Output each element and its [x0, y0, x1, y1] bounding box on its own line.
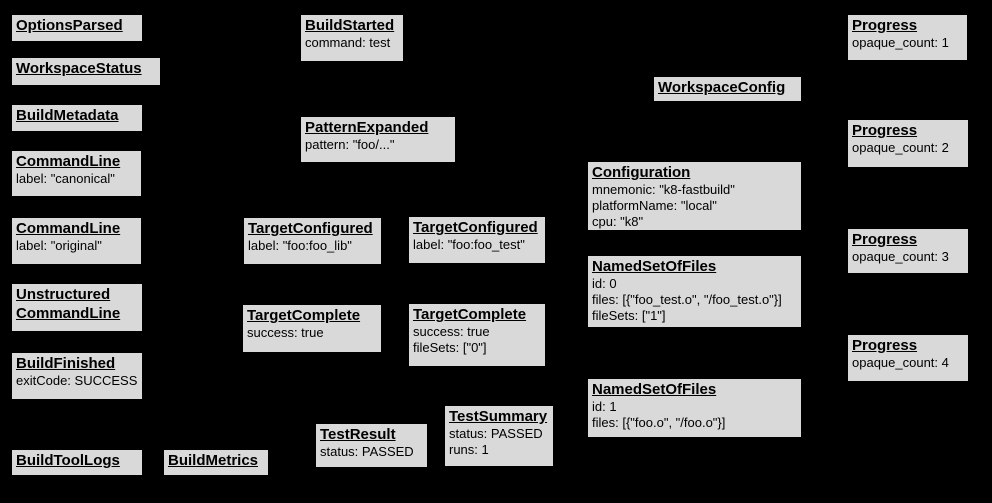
- event-node-body: label: "foo:foo_test": [413, 237, 525, 252]
- event-node-title: TargetComplete: [247, 307, 361, 324]
- event-node-body: command: test: [305, 35, 391, 50]
- event-node-buildmetadata-2: BuildMetadata: [10, 103, 144, 133]
- event-node-body: label: "foo:foo_lib": [248, 238, 352, 253]
- event-node-title: PatternExpanded: [305, 119, 429, 136]
- event-node-title: Progress: [852, 337, 918, 354]
- event-node-title: NamedSetOfFiles: [592, 381, 717, 398]
- event-node-body: success: true: [247, 325, 324, 340]
- event-node-title: BuildToolLogs: [16, 452, 120, 469]
- event-node-title: CommandLine: [16, 153, 121, 170]
- event-node-title: BuildFinished: [16, 355, 116, 372]
- event-node-title: WorkspaceStatus: [16, 60, 142, 77]
- event-node-unstructured-commandline-5: Unstructured CommandLine: [10, 282, 144, 333]
- event-node-title: BuildMetadata: [16, 107, 119, 124]
- event-node-body: id: 1 files: [{"foo.o", "/foo.o"}]: [592, 399, 726, 430]
- event-node-body: success: true fileSets: ["0"]: [413, 324, 490, 355]
- event-node-body: opaque_count: 3: [852, 249, 949, 264]
- event-node-buildtoollogs-7: BuildToolLogs: [10, 448, 144, 477]
- event-node-body: id: 0 files: [{"foo_test.o", "/foo_test.…: [592, 276, 782, 323]
- event-node-title: OptionsParsed: [16, 17, 123, 34]
- event-node-buildmetrics-8: BuildMetrics: [162, 448, 270, 477]
- event-node-title: TargetConfigured: [248, 220, 373, 237]
- event-node-workspacestatus-1: WorkspaceStatus: [10, 56, 162, 87]
- event-node-title: Unstructured CommandLine: [16, 286, 121, 322]
- event-node-body: label: "canonical": [16, 171, 115, 186]
- event-node-body: status: PASSED: [320, 444, 414, 459]
- event-node-body: status: PASSED runs: 1: [449, 426, 543, 457]
- event-node-body: opaque_count: 4: [852, 355, 949, 370]
- event-node-title: BuildStarted: [305, 17, 395, 34]
- event-node-title: TestSummary: [449, 408, 548, 425]
- event-node-title: BuildMetrics: [168, 452, 259, 469]
- event-node-optionsparsed-0: OptionsParsed: [10, 13, 144, 43]
- event-node-title: NamedSetOfFiles: [592, 258, 717, 275]
- event-node-title: Progress: [852, 122, 918, 139]
- event-node-title: WorkspaceConfig: [658, 79, 786, 96]
- event-node-body: opaque_count: 1: [852, 35, 949, 50]
- event-node-title: Progress: [852, 17, 918, 34]
- event-node-body: exitCode: SUCCESS: [16, 373, 138, 388]
- event-node-body: label: "original": [16, 238, 102, 253]
- event-node-title: TargetConfigured: [413, 219, 538, 236]
- event-node-body: opaque_count: 2: [852, 140, 949, 155]
- event-node-body: pattern: "foo/...": [305, 137, 395, 152]
- event-node-title: Configuration: [592, 164, 691, 181]
- event-node-title: TestResult: [320, 426, 396, 443]
- event-node-title: Progress: [852, 231, 918, 248]
- event-node-title: TargetComplete: [413, 306, 527, 323]
- event-node-workspaceconfig-17: WorkspaceConfig: [652, 75, 803, 103]
- event-node-body: mnemonic: "k8-fastbuild" platformName: "…: [592, 182, 735, 229]
- event-node-title: CommandLine: [16, 220, 121, 237]
